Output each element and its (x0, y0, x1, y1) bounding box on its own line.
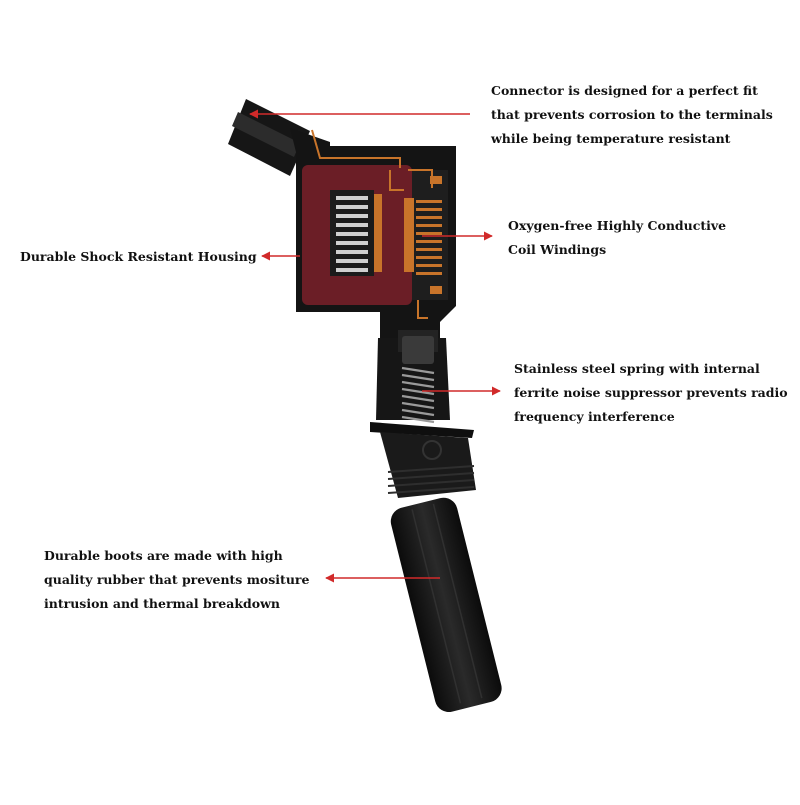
callout-housing: Durable Shock Resistant Housing (20, 245, 257, 269)
callout-line: Oxygen-free Highly Conductive (508, 218, 727, 233)
spring-coil (401, 366, 435, 375)
winding-bar (416, 264, 442, 267)
winding-bar (336, 196, 368, 200)
winding-bar (416, 208, 442, 211)
callout-connector: Connector is designed for a perfect fit … (491, 79, 773, 151)
secondary-coil-windings (416, 200, 442, 275)
spring-coil (401, 394, 435, 403)
callout-windings: Oxygen-free Highly Conductive Coil Windi… (508, 214, 726, 262)
callout-line: frequency interference (514, 409, 675, 424)
collar-rib (387, 486, 475, 494)
callout-line: while being temperature resistant (491, 131, 731, 146)
collar-ribs (387, 465, 475, 494)
collar-rib (387, 472, 475, 480)
callout-line: Stainless steel spring with internal (514, 361, 760, 376)
brand-emblem (422, 440, 442, 460)
winding-bar (416, 272, 442, 275)
spring-section (376, 330, 450, 424)
spring-coil (401, 380, 435, 389)
callout-line: Coil Windings (508, 242, 607, 257)
spring-coil (401, 373, 435, 382)
winding-bar (336, 223, 368, 227)
winding-bar (336, 232, 368, 236)
winding-bar (416, 240, 442, 243)
winding-bar (416, 256, 442, 259)
winding-bar (416, 232, 442, 235)
callout-spring: Stainless steel spring with internal fer… (514, 357, 788, 429)
ferrite-suppressor (402, 336, 434, 364)
spring-coil (401, 415, 435, 424)
winding-bar (336, 241, 368, 245)
callout-line: Durable boots are made with high (44, 548, 283, 563)
winding-bar (336, 214, 368, 218)
winding-bar (336, 250, 368, 254)
rubber-boot (390, 497, 502, 712)
collar-rib (387, 479, 475, 487)
callout-line: quality rubber that prevents mositure (44, 572, 310, 587)
callout-line: that prevents corrosion to the terminals (491, 107, 773, 122)
callout-boots: Durable boots are made with high quality… (44, 544, 309, 616)
winding-bar (336, 259, 368, 263)
winding-bar (416, 224, 442, 227)
spring-coil (401, 387, 435, 396)
spring-coil (401, 401, 435, 410)
boot-collar (370, 422, 476, 498)
winding-bar (416, 216, 442, 219)
callout-line: intrusion and thermal breakdown (44, 596, 280, 611)
primary-coil-windings (336, 196, 368, 272)
collar-rib (387, 465, 475, 473)
callout-line: Connector is designed for a perfect fit (491, 83, 758, 98)
callout-arrows (249, 109, 501, 583)
callout-line: Durable Shock Resistant Housing (20, 249, 257, 264)
winding-bar (416, 248, 442, 251)
winding-bar (416, 200, 442, 203)
steel-spring (401, 366, 435, 424)
spring-coil (401, 408, 435, 417)
housing (296, 129, 456, 340)
winding-bar (336, 205, 368, 209)
winding-bar (336, 268, 368, 272)
callout-line: ferrite noise suppressor prevents radio (514, 385, 788, 400)
